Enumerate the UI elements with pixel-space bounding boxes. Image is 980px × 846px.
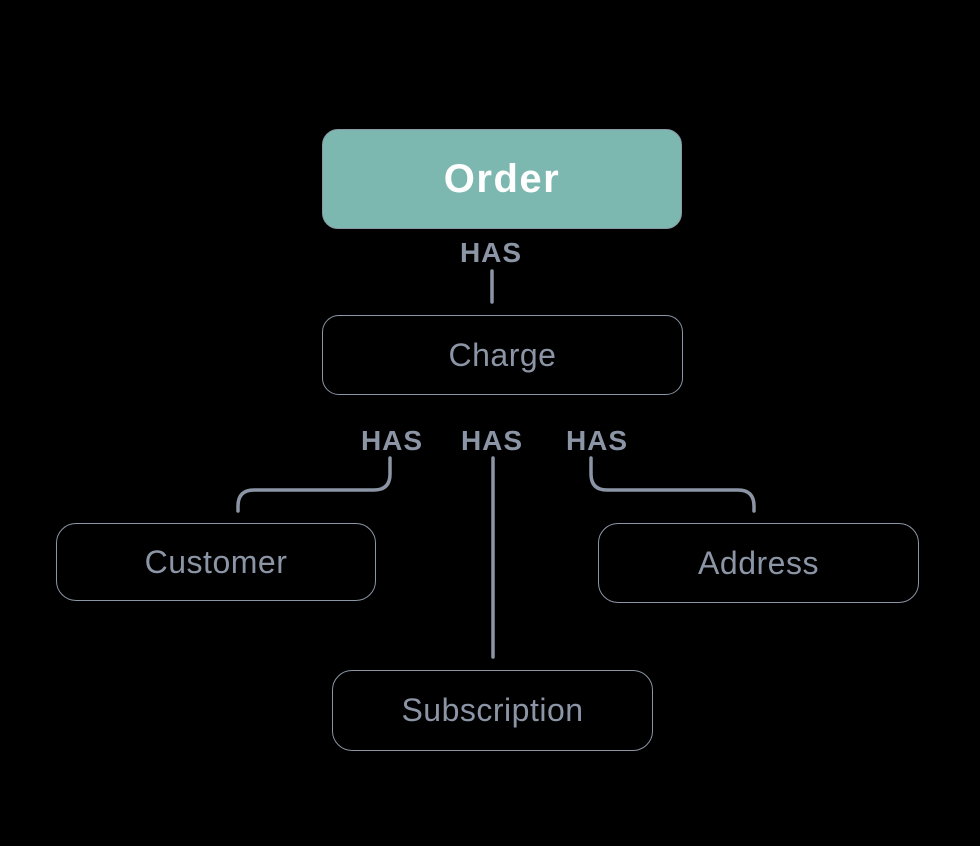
edge-label-charge-subscription: HAS — [460, 425, 524, 456]
edge-label-charge-address: HAS — [565, 425, 629, 456]
node-address: Address — [598, 523, 919, 603]
edge-label-charge-customer: HAS — [360, 425, 424, 456]
node-customer: Customer — [56, 523, 376, 601]
node-charge: Charge — [322, 315, 683, 395]
node-order: Order — [322, 129, 682, 229]
node-subscription-label: Subscription — [401, 692, 584, 728]
edge-charge-customer-line — [236, 456, 392, 513]
edge-charge-address-line — [589, 456, 756, 513]
node-customer-label: Customer — [144, 543, 288, 580]
edge-label-order-charge: HAS — [459, 237, 523, 268]
node-subscription: Subscription — [332, 670, 653, 751]
node-address-label: Address — [698, 544, 819, 581]
node-order-label: Order — [443, 156, 561, 201]
node-charge-label: Charge — [448, 336, 557, 373]
